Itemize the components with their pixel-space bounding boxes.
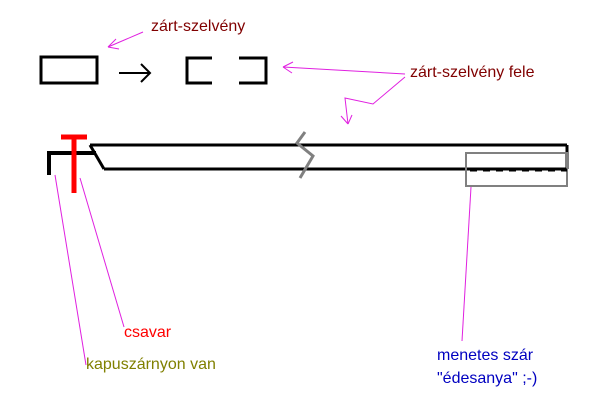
leader-half-upper (282, 66, 406, 75)
half-section-left (185, 56, 212, 85)
leader-closed-section (107, 31, 144, 48)
beam (88, 143, 569, 171)
label-threaded-rod-note: "édesanya" ;-) (437, 370, 538, 387)
leader-closed-section-arrow-b (107, 46, 120, 50)
leader-menetes (461, 186, 472, 342)
leader-kapu (54, 174, 87, 366)
half-section-right (239, 56, 268, 85)
leader-half-lower-arrow (340, 115, 349, 125)
leader-half-upper-arrow-b (282, 66, 293, 74)
bolt-icon (61, 134, 87, 193)
leader-lines (54, 31, 472, 366)
closed-section-rect (39, 55, 99, 85)
leader-csavar (79, 177, 125, 328)
label-gate-leaf: kapuszárnyon van (86, 356, 216, 373)
leader-half-lower-arrow-b (347, 114, 353, 125)
right-arrow-icon (119, 63, 152, 83)
label-closed-section: zárt-szelvény (151, 18, 246, 35)
gate-leaf-bracket (47, 151, 96, 175)
label-half-section: zárt-szelvény fele (410, 64, 535, 81)
label-bolt: csavar (124, 324, 172, 341)
leader-half-lower (344, 76, 406, 125)
leader-closed-section-arrow (107, 38, 117, 48)
leader-half-upper-arrow (282, 61, 294, 68)
label-threaded-rod: menetes szár (437, 347, 534, 364)
zigzag-break-icon (294, 131, 315, 179)
